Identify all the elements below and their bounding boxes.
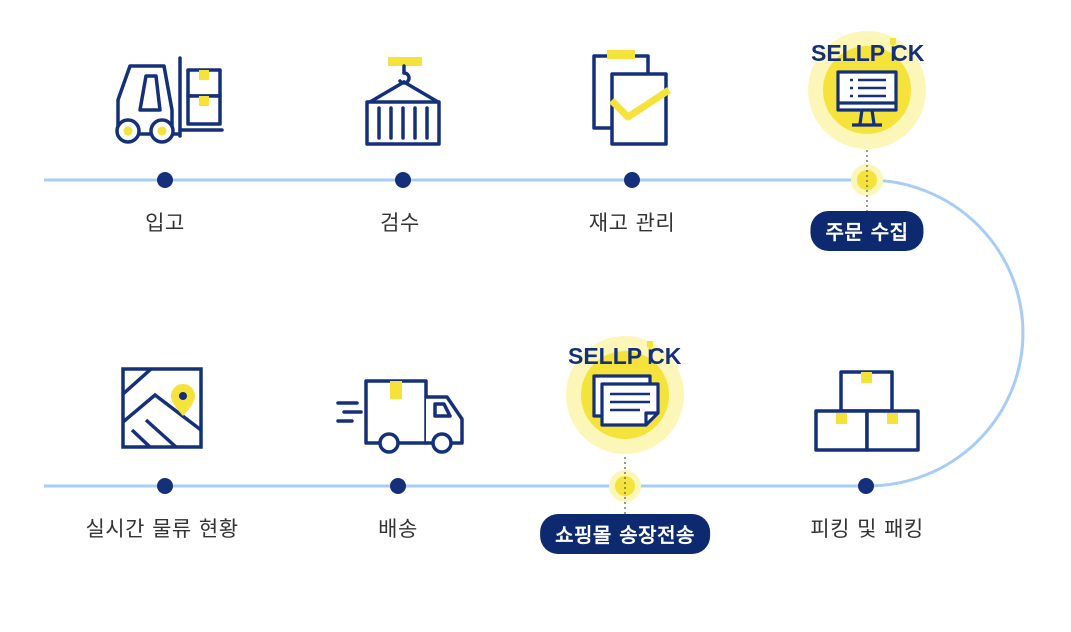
logo-i-tag (890, 38, 896, 47)
step-label-inbound: 입고 (145, 211, 185, 235)
flow-dot-realtime-status (157, 478, 173, 494)
forklift-icon (115, 56, 224, 144)
step-label-delivery: 배송 (378, 517, 418, 541)
map-pin-icon (121, 367, 203, 449)
flow-track (44, 178, 1025, 488)
flow-dot-invoice-transfer (609, 470, 641, 502)
flow-dot-inbound (157, 172, 173, 188)
flow-dot-inspection (395, 172, 411, 188)
flow-dot-inventory (624, 172, 640, 188)
step-label-inventory: 재고 관리 (588, 211, 676, 235)
container-icon (365, 57, 441, 146)
step-label-invoice-transfer: 쇼핑몰 송장전송 (540, 514, 710, 554)
boxes-icon (814, 370, 920, 452)
truck-icon (336, 379, 464, 454)
flow-dot-picking-packing (858, 478, 874, 494)
monitor-icon (808, 31, 926, 149)
logo-i-tag (647, 341, 653, 350)
documents-icon (566, 336, 684, 454)
step-label-picking-packing: 피킹 및 패킹 (810, 517, 924, 541)
step-label-order-collection: 주문 수집 (810, 211, 924, 251)
flow-dot-delivery (390, 478, 406, 494)
step-label-realtime-status: 실시간 물류 현황 (85, 517, 239, 541)
clipboard-check-icon (592, 50, 671, 146)
step-label-inspection: 검수 (380, 211, 420, 235)
